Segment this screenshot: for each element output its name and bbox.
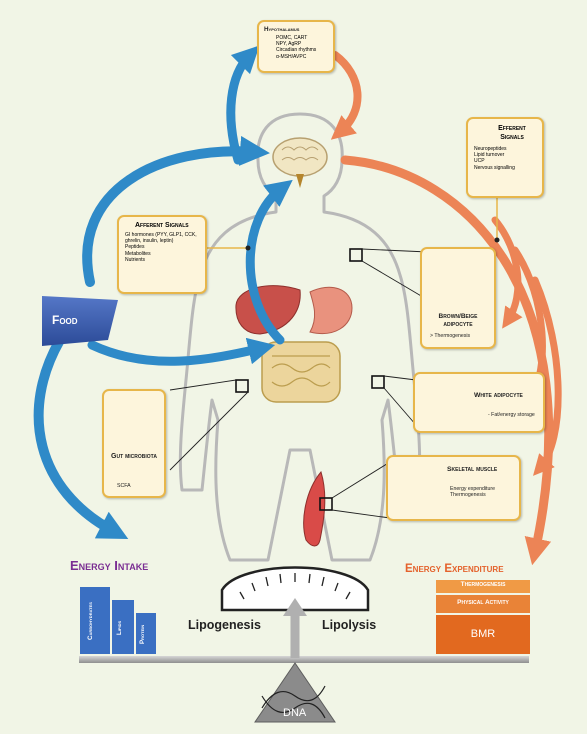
hypothalamus-item: POMC, CART [276, 35, 308, 41]
skeletal-muscle-box [386, 455, 521, 521]
white-adipocyte-title: White adipocyte [474, 392, 523, 399]
arrow-food-to-intake [33, 335, 129, 539]
arrow-hypothalamus-to-brain [330, 51, 362, 140]
gut-microbiota-title: Gut microbiota [111, 453, 157, 460]
arrow-to-brown-adipocyte [491, 216, 523, 329]
brown-adipocyte-box [420, 247, 496, 349]
afferent-item: Metabolites [125, 250, 151, 257]
skeletal-muscle-items: Energy expenditure Thermogenesis [450, 486, 495, 499]
energy-expenditure-bars [436, 580, 530, 654]
skeletal-muscle-item: Energy expenditure [450, 486, 495, 492]
lipolysis-label: Lipolysis [322, 618, 377, 632]
arrow-food-to-brain [82, 135, 270, 287]
afferent-arrows [33, 45, 293, 539]
intake-bar-protein: Protein [139, 624, 146, 644]
leg-muscle-illustration [303, 470, 326, 547]
afferent-title: Afferent Signals [135, 222, 189, 229]
afferent-signals-box: Afferent Signals GI hormones (PYY, GLP1,… [117, 215, 207, 294]
gut-microbiota-note: SCFA [117, 483, 131, 489]
arrow-gut-to-brain [245, 179, 293, 345]
efferent-item: Neuropeptides [474, 146, 507, 152]
expenditure-bar-thermogenesis: Thermogenesis [460, 581, 506, 588]
callout-squares [235, 248, 385, 511]
expenditure-bar-bmr: BMR [470, 628, 496, 640]
hypothalamus-item: Circadian rhythms [276, 47, 317, 54]
brown-adipocyte-title: Brown/Beige adipocyte [438, 313, 478, 328]
energy-intake-title: Energy Intake [70, 558, 149, 573]
balance-scale [79, 566, 529, 663]
efferent-item: UCP [474, 158, 485, 165]
hypothalamus-item: α-MSH/AVPC [276, 53, 307, 60]
skeletal-muscle-title: Skeletal muscle [447, 466, 498, 473]
intake-bar-lipids: Lipids [116, 620, 123, 636]
brain-illustration [272, 137, 328, 188]
lipogenesis-label: Lipogenesis [188, 618, 261, 632]
intake-bar-carbohydrates: Carbohydrates [87, 602, 94, 640]
arrow-to-hypothalamus [226, 45, 260, 165]
body-silhouette [178, 112, 422, 562]
energy-intake-bars [80, 587, 156, 654]
brown-adipocyte-note: > Thermogenesis [430, 333, 471, 339]
efferent-title: Efferent Signals [498, 125, 526, 141]
afferent-item: Peptides [125, 244, 145, 251]
callout-lines [169, 248, 429, 519]
efferent-item: Lipid turnover [474, 152, 505, 159]
energy-expenditure-title: Energy Expenditure [405, 563, 504, 575]
white-adipocyte-box [413, 372, 545, 433]
afferent-item: Nutrients [125, 256, 146, 263]
efferent-signals-box: Efferent Signals Neuropeptides Lipid tur… [466, 117, 544, 198]
efferent-item: Nervous signalling [474, 164, 515, 171]
food-label: Food [52, 313, 78, 327]
dna-label: DNA [283, 707, 307, 719]
arrow-food-to-gut [87, 337, 276, 366]
dna-pyramid [254, 662, 336, 723]
arrow-to-skeletal-muscle [531, 276, 562, 476]
white-adipocyte-note: - Fat/energy storage [488, 412, 535, 418]
skeletal-muscle-item: Thermogenesis [450, 492, 486, 499]
expenditure-bar-physical-activity: Physical Activity [457, 599, 509, 606]
gut-microbiota-box [102, 389, 166, 498]
hypothalamus-item: NPY, AgRP [276, 41, 302, 48]
organs-illustration [235, 285, 353, 403]
afferent-item: GI hormones (PYY, GLP1, CCK, ghrelin, in… [125, 232, 197, 245]
hypothalamus-box: Hypothalamus POMC, CART NPY, AgRP Circad… [257, 20, 335, 73]
food-shape [42, 296, 118, 346]
hypothalamus-title: Hypothalamus [264, 26, 300, 33]
